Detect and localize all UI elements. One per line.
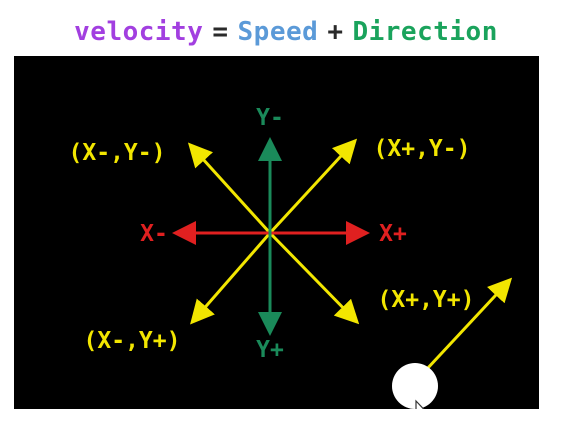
label-down-right: (X+,Y+): [378, 287, 475, 313]
arrow-down-left: [190, 232, 272, 325]
label-x-minus: X-: [140, 221, 168, 247]
label-down-left: (X-,Y+): [84, 328, 181, 354]
label-up-left: (X-,Y-): [69, 140, 166, 166]
diagram-panel: Y- Y+ X- X+ (X-,Y-) (X+,Y-) (X+,Y+) (X-,…: [14, 56, 539, 409]
title-plus: +: [327, 17, 344, 47]
mouse-cursor-icon: [415, 399, 425, 409]
title-velocity: velocity: [74, 17, 204, 47]
label-up-right: (X+,Y-): [374, 136, 471, 162]
direction-diagram: Y- Y+ X- X+ (X-,Y-) (X+,Y-) (X+,Y+) (X-,…: [69, 105, 513, 409]
page-title: velocity = Speed + Direction: [0, 12, 572, 52]
arrow-up-right: [268, 138, 358, 235]
arrow-up-left: [187, 142, 272, 235]
label-y-minus: Y-: [256, 105, 284, 131]
title-equals: =: [212, 17, 229, 47]
title-speed: Speed: [237, 17, 319, 47]
title-direction: Direction: [352, 17, 498, 47]
label-x-plus: X+: [379, 221, 407, 247]
ball-velocity-arrow: [424, 277, 513, 372]
white-ball: [392, 363, 438, 409]
label-y-plus: Y+: [256, 337, 284, 363]
arrow-down-right: [268, 231, 360, 325]
